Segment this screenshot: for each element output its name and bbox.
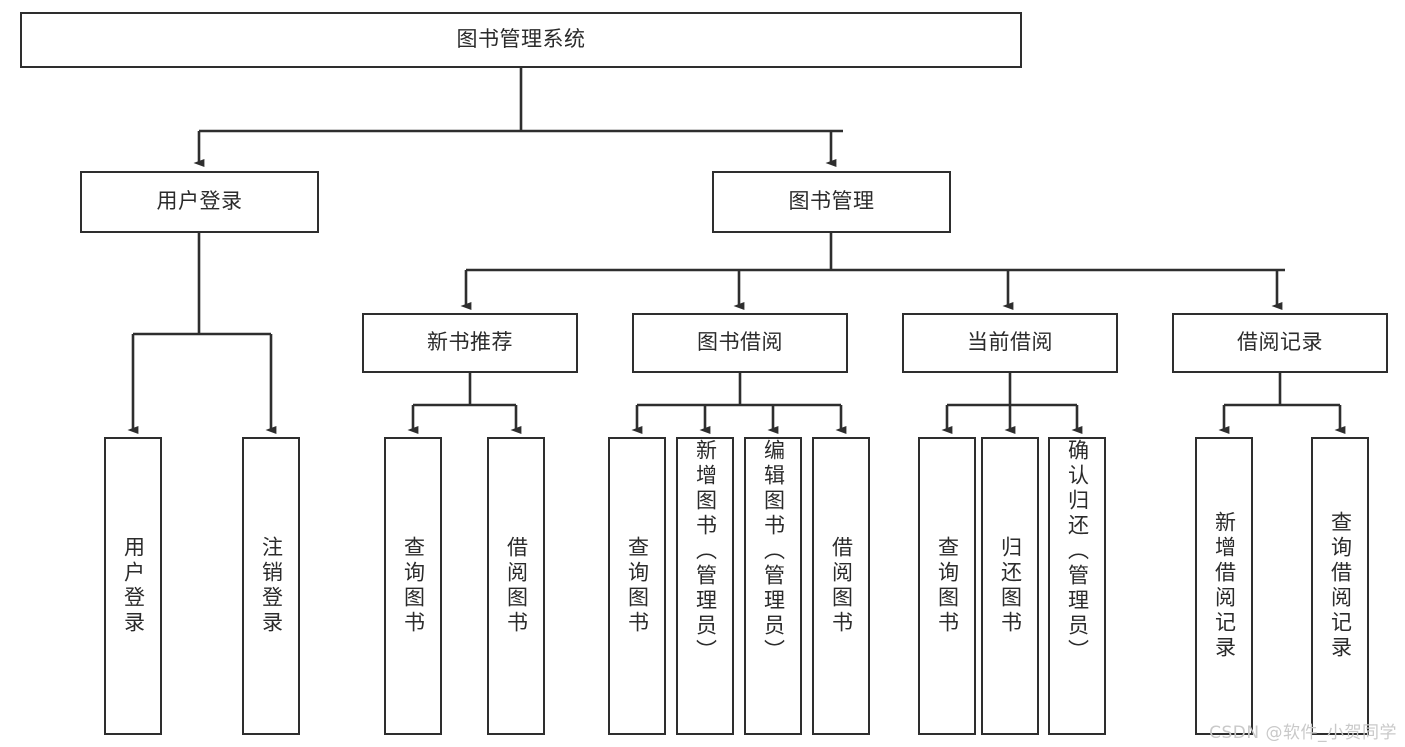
node-root-label: 图书管理系统 <box>456 27 586 52</box>
node-leaf-query-book-3[interactable]: 查询图书 <box>918 437 976 735</box>
node-leaf-return-book-label: 归还图书 <box>998 536 1023 636</box>
node-root[interactable]: 图书管理系统 <box>20 12 1022 68</box>
node-leaf-return-book[interactable]: 归还图书 <box>981 437 1039 735</box>
node-new-book-recommend[interactable]: 新书推荐 <box>362 313 578 373</box>
node-leaf-user-login[interactable]: 用户登录 <box>104 437 162 735</box>
node-leaf-logout[interactable]: 注销登录 <box>242 437 300 735</box>
node-current-borrow-label: 当前借阅 <box>967 330 1053 355</box>
node-leaf-add-record-label: 新增借阅记录 <box>1212 511 1237 661</box>
node-leaf-query-book-1[interactable]: 查询图书 <box>384 437 442 735</box>
node-book-borrow-label: 图书借阅 <box>697 330 783 355</box>
node-leaf-add-record[interactable]: 新增借阅记录 <box>1195 437 1253 735</box>
node-leaf-query-record[interactable]: 查询借阅记录 <box>1311 437 1369 735</box>
watermark: CSDN @软件_小贺同学 <box>1209 723 1397 743</box>
node-leaf-query-book-3-label: 查询图书 <box>935 536 960 636</box>
node-leaf-add-book[interactable]: 新增图书（管理员） <box>676 437 734 735</box>
node-leaf-borrow-book-1-label: 借阅图书 <box>504 536 529 636</box>
node-new-book-recommend-label: 新书推荐 <box>427 330 513 355</box>
node-leaf-logout-label: 注销登录 <box>259 536 284 636</box>
node-book-borrow[interactable]: 图书借阅 <box>632 313 848 373</box>
node-leaf-borrow-book-2-label: 借阅图书 <box>829 536 854 636</box>
node-leaf-query-book-2-label: 查询图书 <box>625 536 650 636</box>
node-user-login-label: 用户登录 <box>156 189 243 214</box>
node-leaf-borrow-book-2[interactable]: 借阅图书 <box>812 437 870 735</box>
node-leaf-add-book-label: 新增图书（管理员） <box>693 439 718 664</box>
node-leaf-borrow-book-1[interactable]: 借阅图书 <box>487 437 545 735</box>
node-leaf-query-book-1-label: 查询图书 <box>401 536 426 636</box>
node-leaf-confirm-return-label: 确认归还（管理员） <box>1065 439 1090 664</box>
node-leaf-confirm-return[interactable]: 确认归还（管理员） <box>1048 437 1106 735</box>
node-leaf-edit-book-label: 编辑图书（管理员） <box>761 439 786 664</box>
node-borrow-record[interactable]: 借阅记录 <box>1172 313 1388 373</box>
node-borrow-record-label: 借阅记录 <box>1237 330 1323 355</box>
node-book-manage-label: 图书管理 <box>788 189 875 214</box>
node-book-manage[interactable]: 图书管理 <box>712 171 951 233</box>
node-leaf-user-login-label: 用户登录 <box>121 536 146 636</box>
node-leaf-query-record-label: 查询借阅记录 <box>1328 511 1353 661</box>
node-current-borrow[interactable]: 当前借阅 <box>902 313 1118 373</box>
node-user-login[interactable]: 用户登录 <box>80 171 319 233</box>
node-leaf-edit-book[interactable]: 编辑图书（管理员） <box>744 437 802 735</box>
node-leaf-query-book-2[interactable]: 查询图书 <box>608 437 666 735</box>
